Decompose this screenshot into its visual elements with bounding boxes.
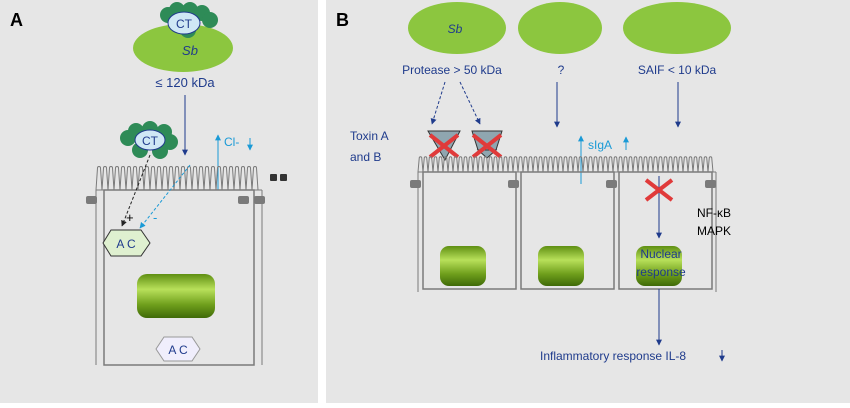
sb-inhibit-arrow (139, 164, 191, 229)
tight-junction-right-a (254, 196, 265, 204)
protease-label: Protease > 50 kDa (402, 63, 502, 77)
nfkb-label: NF-κB (697, 206, 731, 220)
tight-junction-left-a (86, 196, 97, 204)
epithelial-cell-b1 (422, 171, 517, 290)
sb-label-b: Sb (448, 22, 463, 36)
size-label-a: ≤ 120 kDa (155, 75, 215, 90)
chloride-label: Cl- (224, 135, 239, 149)
tight-junction-b2 (508, 180, 519, 188)
tight-junction-b4 (705, 180, 716, 188)
siga-label: sIgA (588, 138, 612, 152)
microvilli-a (95, 166, 259, 191)
ac-label-bottom: A C (168, 343, 188, 357)
nucleus-b2 (538, 246, 584, 286)
adenylate-cyclase-bottom (155, 336, 201, 362)
saif-label: SAIF < 10 kDa (638, 63, 717, 77)
ct-to-ac-arrow (121, 154, 151, 227)
panel-a-label: A (10, 10, 23, 30)
unknown-factor-label: ? (558, 63, 565, 77)
sb-bacterium-b2 (518, 2, 602, 54)
toxin-label-line2: and B (350, 150, 381, 164)
ct-toxin-surface (120, 121, 178, 159)
nuclear-label-line1: Nuclear (640, 247, 681, 261)
toxin-b-icon (471, 130, 503, 159)
nucleus-b3 (636, 246, 682, 286)
ac-label-top: A C (116, 237, 136, 251)
protease-arrow-2 (459, 81, 481, 125)
nuclear-label-line2: response (636, 265, 686, 279)
sb-label-a: Sb (182, 43, 198, 58)
tight-junction-b3 (606, 180, 617, 188)
tight-junction-mid-a (238, 196, 249, 204)
toxin-label-line1: Toxin A (350, 129, 389, 143)
panel-a: A CT Sb ≤ 120 kDa CT (0, 0, 318, 403)
ct-label-surface: CT (142, 134, 159, 148)
ct-toxin-top (160, 2, 218, 38)
epithelial-cell-a (103, 189, 255, 366)
tight-junction-b1 (410, 180, 421, 188)
nucleus-b1 (440, 246, 486, 286)
adenylate-cyclase-top (102, 229, 151, 257)
plus-sign: + (126, 210, 134, 225)
junction-marker-2 (280, 174, 287, 181)
inflammatory-label: Inflammatory response IL-8 (540, 349, 686, 363)
sb-bacterium-b3 (623, 2, 731, 54)
toxin-a-icon (427, 130, 461, 162)
nucleus-a (137, 274, 215, 318)
epithelial-cell-b2 (520, 171, 615, 290)
panel-b-background (326, 0, 850, 403)
sb-bacterium-b1 (408, 2, 506, 54)
minus-sign: - (153, 210, 157, 225)
protease-arrow-1 (430, 81, 446, 125)
mapk-label: MAPK (697, 224, 731, 238)
junction-marker-1 (270, 174, 277, 181)
microvilli-b (417, 156, 714, 173)
panel-b-label: B (336, 10, 349, 30)
epithelial-cell-b3 (618, 171, 713, 290)
sb-bacterium-a (133, 24, 233, 72)
ct-label-top: CT (176, 17, 193, 31)
panel-b: B Sb Protease > 50 kDa ? SAIF < 10 kDa T… (326, 0, 850, 403)
signal-block-cross (644, 178, 674, 202)
